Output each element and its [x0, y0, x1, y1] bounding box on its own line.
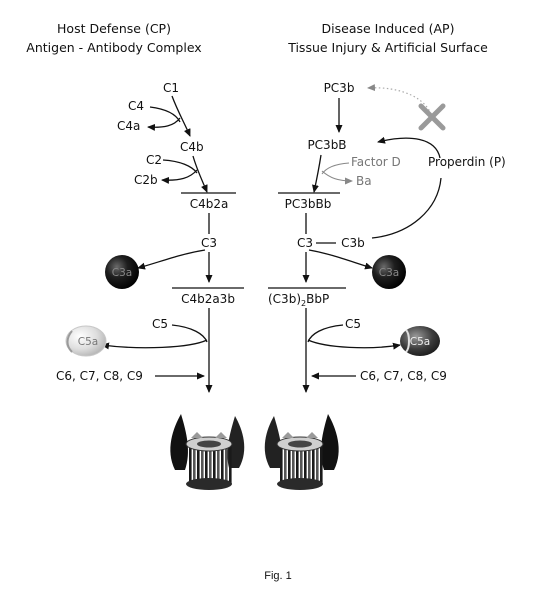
- mac-pore-barrel: [189, 444, 232, 484]
- ap-c5a-label: C5a: [410, 336, 430, 348]
- mac-flank-protein: [170, 414, 188, 470]
- cp-c5-label: C5: [152, 317, 168, 331]
- cp-arrow-c4-in: [149, 106, 181, 123]
- ap-arrow-factor-d-in: [321, 162, 350, 175]
- cp-arrow-c5a-out: [101, 339, 208, 350]
- ap-c3-label: C3: [297, 236, 313, 250]
- ap-inhibition-x-icon: [418, 103, 446, 131]
- mac-pore-base: [186, 478, 232, 490]
- ap-heading-line2: Tissue Injury & Artificial Surface: [287, 40, 488, 55]
- ap-c3a-ball: [372, 255, 406, 289]
- mac-pore-barrel: [280, 444, 323, 484]
- mac-pore-lumen: [288, 440, 312, 448]
- ap-heading-line1: Disease Induced (AP): [322, 21, 455, 36]
- cp-c3a-ball: [105, 255, 139, 289]
- mac-pore-base: [277, 478, 323, 490]
- cp-c5a-label: C5a: [78, 336, 98, 348]
- cp-terminal-label: C6, C7, C8, C9: [56, 369, 143, 383]
- cp-c4b2a-label: C4b2a: [190, 197, 229, 211]
- cp-c4b-label: C4b: [180, 140, 204, 154]
- ap-arrow-properdin-to-pc3bb: [377, 136, 441, 159]
- ap-c5-label: C5: [345, 317, 361, 331]
- cp-c2-label: C2: [146, 153, 162, 167]
- cp-arrow-c5-in: [171, 324, 208, 343]
- ap-c3b-label: C3b: [341, 236, 365, 250]
- ap-arrow-c3a-out: [308, 249, 373, 270]
- cp-heading-line1: Host Defense (CP): [57, 21, 171, 36]
- cp-c3-label: C3: [201, 236, 217, 250]
- cp-c1-label: C1: [163, 81, 179, 95]
- ap-arrow-c5a-out: [307, 339, 401, 350]
- ap-ba-label: Ba: [356, 174, 372, 188]
- ap-c5conv-label: (C3b)2BbP: [268, 292, 329, 308]
- ap-membrane-attack-complex: [264, 414, 339, 490]
- ap-properdin-label: Properdin (P): [428, 155, 506, 169]
- mac-flank-protein: [264, 416, 282, 468]
- mac-flank-protein: [227, 416, 245, 468]
- cp-arrow-c3a-out: [137, 249, 206, 270]
- ap-c5conv-main: (C3b): [268, 292, 301, 306]
- cp-c5a-ball: [65, 325, 107, 357]
- ap-c5a-ball: [400, 326, 440, 356]
- ap-pc3b-label: PC3b: [324, 81, 355, 95]
- cp-c3a-label: C3a: [112, 267, 132, 279]
- cp-c4b2a3b-label: C4b2a3b: [181, 292, 235, 306]
- cp-arrow-c1-c4b: [171, 95, 191, 137]
- cp-arrow-c2b-out: [161, 169, 198, 184]
- cp-c2b-label: C2b: [134, 173, 158, 187]
- ap-terminal-label: C6, C7, C8, C9: [360, 369, 447, 383]
- cp-heading-line2: Antigen - Antibody Complex: [26, 40, 201, 55]
- figure-caption: Fig. 1: [264, 570, 292, 582]
- ap-c5conv-sub: 2: [301, 299, 306, 308]
- ap-arrow-ba-out: [321, 170, 353, 185]
- ap-arrow-pc3bb-pc3bbb: [312, 154, 322, 193]
- ap-factor-d-label: Factor D: [351, 155, 401, 169]
- cp-c4a-label: C4a: [117, 119, 140, 133]
- cp-arrow-c4b-c4b2a: [192, 155, 208, 193]
- ap-c3a-label: C3a: [379, 267, 399, 279]
- ap-arrow-c5-in: [307, 324, 344, 343]
- mac-pore-lumen: [197, 440, 221, 448]
- cp-c4-label: C4: [128, 99, 144, 113]
- ap-pc3bb-label: PC3bB: [307, 138, 346, 152]
- ap-properdin-feedback-dotted: [367, 84, 433, 119]
- ap-arrow-c3b-feedback: [371, 177, 442, 239]
- cp-arrow-c2-in: [162, 159, 198, 174]
- ap-pc3bbb-label: PC3bBb: [285, 197, 332, 211]
- cp-arrow-c4a-out: [147, 117, 181, 131]
- ap-c5conv-tail: BbP: [306, 292, 329, 306]
- cp-membrane-attack-complex: [170, 414, 245, 490]
- mac-flank-protein: [321, 414, 339, 470]
